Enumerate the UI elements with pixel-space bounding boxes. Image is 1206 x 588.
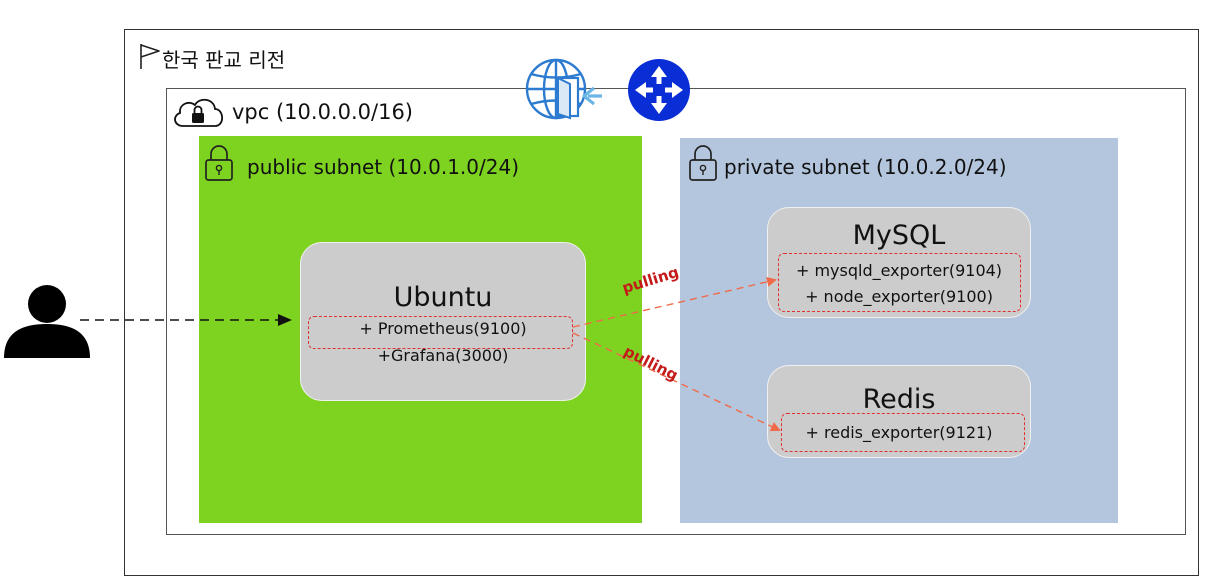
ubuntu-title: Ubuntu [393,282,493,313]
mysql-exporters-highlight [778,253,1021,312]
node-exporter-service: + node_exporter(9100) [805,287,993,306]
region-container [124,29,1199,576]
lock-icon [689,145,717,181]
redis-server [767,365,1031,458]
lock-icon [205,145,233,181]
grafana-service: +Grafana(3000) [377,346,509,365]
public-subnet-title: public subnet (10.0.1.0/24) [247,155,519,179]
redis-exporter-highlight [781,413,1025,452]
user-icon [4,285,90,358]
vpc-title: vpc (10.0.0.0/16) [232,100,413,124]
router-icon [628,59,690,121]
mysqld-exporter-service: + mysqld_exporter(9104) [795,261,1003,280]
ubuntu-server [300,242,586,401]
internet-gateway-icon [525,58,602,120]
redis-exporter-service: + redis_exporter(9121) [805,423,993,442]
mysql-server [767,207,1031,318]
mysql-title: MySQL [852,220,946,251]
pull-mysql-arrow [572,276,777,328]
prometheus-highlight [308,316,573,349]
flag-icon [140,44,160,69]
pull-redis-arrow [572,332,781,432]
prometheus-service: + Prometheus(9100) [359,319,527,338]
private-subnet-title: private subnet (10.0.2.0/24) [724,155,1007,179]
redis-title: Redis [862,384,936,415]
region-title: 한국 판교 리전 [162,48,286,72]
cloud-lock-icon [174,98,224,127]
private-subnet [680,138,1118,523]
